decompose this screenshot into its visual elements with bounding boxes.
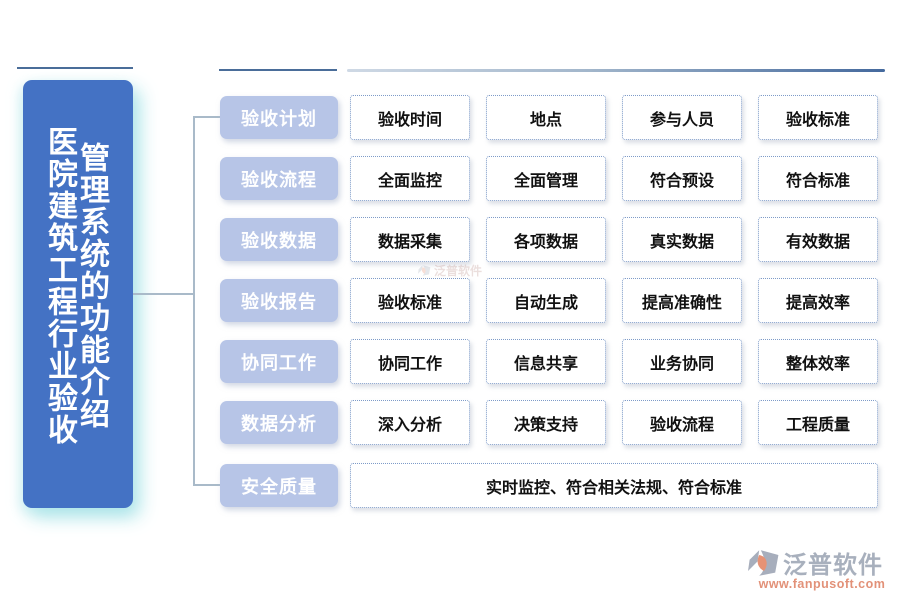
feature-items: 全面监控全面管理符合预设符合标准 bbox=[350, 156, 878, 201]
feature-items: 验收时间地点参与人员验收标准 bbox=[350, 95, 878, 140]
feature-item: 协同工作 bbox=[350, 339, 470, 384]
fanpu-logo: 泛普软件 www.fanpusoft.com bbox=[748, 545, 896, 591]
center-watermark: 泛普软件 bbox=[418, 262, 482, 279]
feature-items: 实时监控、符合相关法规、符合标准 bbox=[350, 463, 878, 508]
decorative-line-banner bbox=[17, 67, 133, 69]
category-label: 安全质量 bbox=[220, 464, 338, 507]
category-label: 协同工作 bbox=[220, 340, 338, 383]
feature-item: 真实数据 bbox=[622, 217, 742, 262]
feature-items: 深入分析决策支持验收流程工程质量 bbox=[350, 400, 878, 445]
feature-item: 实时监控、符合相关法规、符合标准 bbox=[350, 463, 878, 508]
feature-item: 信息共享 bbox=[486, 339, 606, 384]
feature-row: 数据分析深入分析决策支持验收流程工程质量 bbox=[220, 400, 878, 445]
feature-row: 验收数据数据采集各项数据真实数据有效数据 bbox=[220, 217, 878, 262]
feature-item: 符合预设 bbox=[622, 156, 742, 201]
feature-item: 有效数据 bbox=[758, 217, 878, 262]
banner-title-part1: 医院建筑工程行业验收 bbox=[43, 126, 76, 446]
fanpu-logo-icon bbox=[418, 265, 431, 276]
feature-item: 提高效率 bbox=[758, 278, 878, 323]
watermark-text: 泛普软件 bbox=[434, 264, 483, 278]
feature-item: 整体效率 bbox=[758, 339, 878, 384]
feature-item: 验收标准 bbox=[758, 95, 878, 140]
feature-item: 全面监控 bbox=[350, 156, 470, 201]
feature-item: 验收标准 bbox=[350, 278, 470, 323]
category-label: 验收数据 bbox=[220, 218, 338, 261]
banner-title: 医院建筑工程行业验收 管理系统的功能介绍 bbox=[43, 126, 108, 466]
logo-name: 泛普软件 bbox=[783, 552, 883, 579]
decorative-line-content bbox=[347, 69, 885, 72]
category-label: 验收计划 bbox=[220, 96, 338, 139]
category-label: 数据分析 bbox=[220, 401, 338, 444]
feature-item: 各项数据 bbox=[486, 217, 606, 262]
feature-item: 参与人员 bbox=[622, 95, 742, 140]
feature-item: 工程质量 bbox=[758, 400, 878, 445]
feature-items: 验收标准自动生成提高准确性提高效率 bbox=[350, 278, 878, 323]
feature-row: 安全质量实时监控、符合相关法规、符合标准 bbox=[220, 463, 878, 508]
category-label: 验收流程 bbox=[220, 157, 338, 200]
feature-item: 验收时间 bbox=[350, 95, 470, 140]
feature-row: 验收流程全面监控全面管理符合预设符合标准 bbox=[220, 156, 878, 201]
connector-top-stub bbox=[193, 116, 220, 118]
feature-row: 验收报告验收标准自动生成提高准确性提高效率 bbox=[220, 278, 878, 323]
feature-item: 地点 bbox=[486, 95, 606, 140]
feature-item: 验收流程 bbox=[622, 400, 742, 445]
feature-item: 深入分析 bbox=[350, 400, 470, 445]
banner-title-part2: 管理系统的功能介绍 bbox=[75, 142, 108, 430]
feature-item: 决策支持 bbox=[486, 400, 606, 445]
feature-items: 数据采集各项数据真实数据有效数据 bbox=[350, 217, 878, 262]
feature-item: 自动生成 bbox=[486, 278, 606, 323]
feature-item: 提高准确性 bbox=[622, 278, 742, 323]
feature-item: 业务协同 bbox=[622, 339, 742, 384]
logo-url: www.fanpusoft.com bbox=[758, 577, 886, 591]
feature-items: 协同工作信息共享业务协同整体效率 bbox=[350, 339, 878, 384]
decorative-line-labels bbox=[219, 69, 337, 71]
connector-bottom-stub bbox=[193, 484, 220, 486]
connector-vertical-line bbox=[193, 116, 195, 485]
feature-item: 符合标准 bbox=[758, 156, 878, 201]
category-label: 验收报告 bbox=[220, 279, 338, 322]
feature-item: 全面管理 bbox=[486, 156, 606, 201]
feature-item: 数据采集 bbox=[350, 217, 470, 262]
title-banner: 医院建筑工程行业验收 管理系统的功能介绍 bbox=[23, 80, 133, 508]
feature-row: 协同工作协同工作信息共享业务协同整体效率 bbox=[220, 339, 878, 384]
feature-row: 验收计划验收时间地点参与人员验收标准 bbox=[220, 95, 878, 140]
fanpu-logo-icon bbox=[748, 549, 779, 576]
connector-banner-line bbox=[133, 293, 193, 295]
